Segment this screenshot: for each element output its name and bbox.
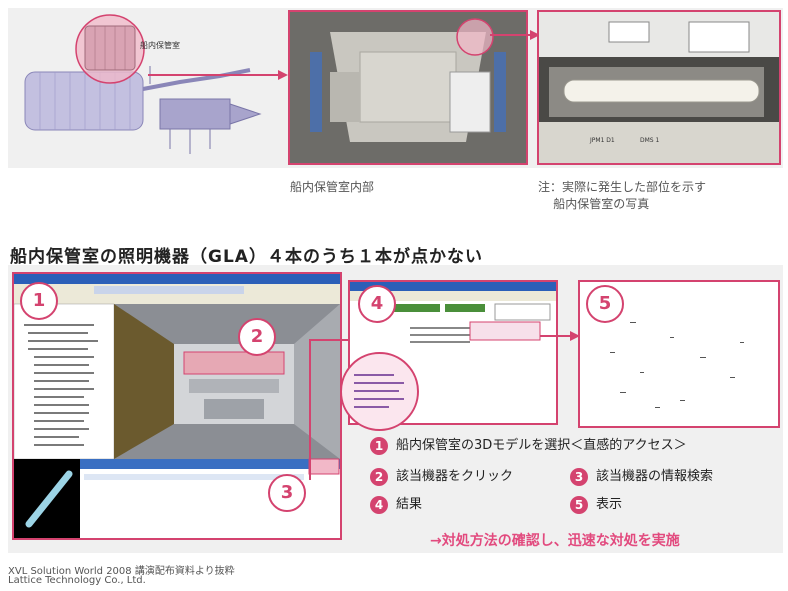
module-label: 船内保管室 [140,41,180,50]
legend-num-2: 2 [370,468,388,486]
headline: 船内保管室の照明機器（GLA）４本のうち１本が点かない [10,247,483,267]
legend-num-4: 4 [370,496,388,514]
note-caption: 注：実際に発生した部位を示す 船内保管室の写真 [538,180,707,211]
photo-label-dms: DMS 1 [640,137,660,144]
step-3-marker: 3 [268,474,306,512]
legend-item-5: 5 表示 [570,495,622,515]
arrow-to-interior [148,70,288,80]
step-4-marker: 4 [358,285,396,323]
interior-caption: 船内保管室内部 [290,180,375,194]
legend-item-1: 1 船内保管室の3Dモデルを選択＜直感的アクセス＞ [370,436,687,456]
zoom-bubble [340,352,419,431]
legend-text-3: 該当機器の情報検索 [596,469,714,484]
iss-model-illustration [20,14,270,164]
interior-photo [288,10,528,165]
footer-source: XVL Solution World 2008 講演配布資料より抜粋 [8,566,235,577]
legend-item-4: 4 結果 [370,495,422,515]
legend-num-5: 5 [570,496,588,514]
photo-label-jpm: JPM1 D1 [590,137,615,144]
arrow-to-note-photo [490,30,540,40]
legend-num-3: 3 [570,468,588,486]
step-2-marker: 2 [238,318,276,356]
legend-text-5: 表示 [596,497,623,512]
legend-text-1: 船内保管室の3Dモデルを選択＜直感的アクセス＞ [396,438,687,453]
legend-item-3: 3 該当機器の情報検索 [570,467,713,487]
conclusion-text: →対処方法の確認し、迅速な対処を実施 [430,533,680,549]
step-1-marker: 1 [20,282,58,320]
light-fixture-photo [537,10,781,165]
arrow-to-display [540,331,580,341]
legend-item-2: 2 該当機器をクリック [370,467,513,487]
legend-text-4: 結果 [396,497,423,512]
footer-company: Lattice Technology Co., Ltd. [8,575,146,586]
step-5-marker: 5 [586,285,624,323]
legend-num-1: 1 [370,437,388,455]
legend-text-2: 該当機器をクリック [396,469,514,484]
